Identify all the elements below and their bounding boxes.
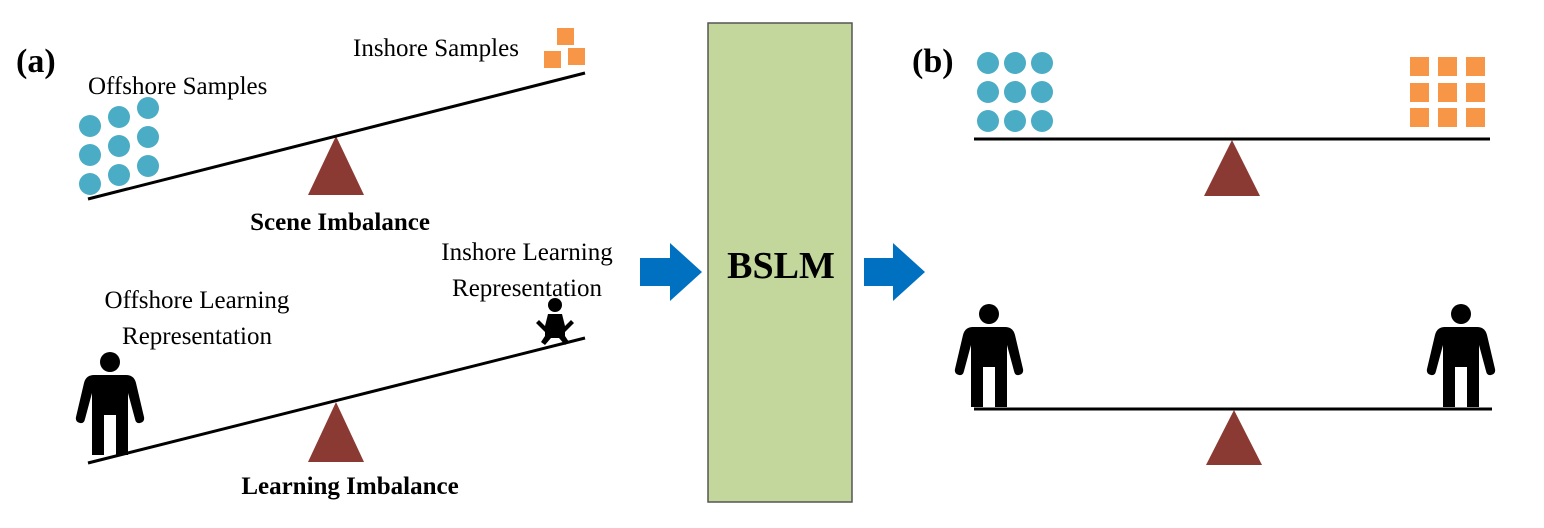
offshore-sample-icon (977, 110, 999, 132)
adult-person-icon (1426, 304, 1496, 407)
offshore-sample-icon (1004, 52, 1026, 74)
offshore-sample-icon (108, 106, 130, 128)
inshore-sample-icon (557, 28, 574, 45)
inshore-samples-label: Inshore Samples (353, 35, 519, 62)
inshore-sample-icon (1410, 108, 1429, 127)
inshore-sample-icon (1410, 83, 1429, 102)
balanced-learning-fulcrum-icon (1206, 410, 1262, 465)
offshore-sample-icon (137, 126, 159, 148)
adult-person-icon (75, 352, 145, 455)
inshore-sample-icon (1438, 57, 1457, 76)
offshore-sample-icon (977, 52, 999, 74)
inshore-learning-label-line2: Representation (452, 275, 602, 302)
offshore-sample-icon (137, 97, 159, 119)
scene-fulcrum-icon (308, 136, 364, 195)
balanced-scene-fulcrum-icon (1204, 140, 1260, 196)
offshore-sample-icon (1031, 52, 1053, 74)
scene-beam (87, 71, 586, 201)
baby-icon (536, 298, 574, 345)
scene-imbalance-seesaw (87, 71, 586, 201)
offshore-sample-icon (1004, 81, 1026, 103)
offshore-samples-circles (79, 97, 159, 195)
offshore-sample-icon (1031, 81, 1053, 103)
learning-beam (87, 336, 586, 465)
offshore-samples-label: Offshore Samples (88, 73, 267, 100)
offshore-sample-icon (137, 155, 159, 177)
panel-b-label: (b) (912, 43, 954, 80)
inshore-sample-icon (544, 51, 561, 68)
inshore-sample-icon (1466, 108, 1485, 127)
right-arrow-icon (864, 243, 925, 301)
scene-imbalance-caption: Scene Imbalance (250, 209, 430, 236)
inshore-sample-icon (1466, 83, 1485, 102)
inshore-sample-icon (1410, 57, 1429, 76)
offshore-learning-label-line2: Representation (122, 323, 272, 350)
offshore-learning-label-line1: Offshore Learning (105, 287, 290, 314)
inshore-sample-icon (1438, 108, 1457, 127)
offshore-sample-icon (79, 173, 101, 195)
learning-imbalance-caption: Learning Imbalance (241, 473, 458, 500)
bslm-title: BSLM (727, 245, 835, 287)
inshore-sample-icon (1438, 83, 1457, 102)
right-arrow-icon (640, 243, 702, 301)
offshore-sample-icon (108, 164, 130, 186)
panel-a-label: (a) (16, 43, 56, 80)
offshore-sample-icon (79, 115, 101, 137)
offshore-sample-icon (79, 144, 101, 166)
bslm-block (707, 22, 853, 503)
adult-person-icon (954, 304, 1024, 407)
offshore-sample-icon (1031, 110, 1053, 132)
balanced-scene-seesaw (974, 137, 1490, 196)
learning-fulcrum-icon (308, 402, 364, 462)
inshore-sample-icon (1466, 57, 1485, 76)
offshore-sample-icon (1004, 110, 1026, 132)
learning-imbalance-seesaw (87, 336, 586, 465)
offshore-sample-icon (108, 135, 130, 157)
inshore-sample-icon (568, 48, 585, 65)
balanced-learning-seesaw (974, 407, 1492, 465)
inshore-learning-label-line1: Inshore Learning (441, 239, 613, 266)
balanced-inshore-squares (1410, 57, 1485, 127)
inshore-samples-squares (544, 28, 585, 68)
offshore-sample-icon (977, 81, 999, 103)
balanced-offshore-circles (977, 52, 1053, 132)
